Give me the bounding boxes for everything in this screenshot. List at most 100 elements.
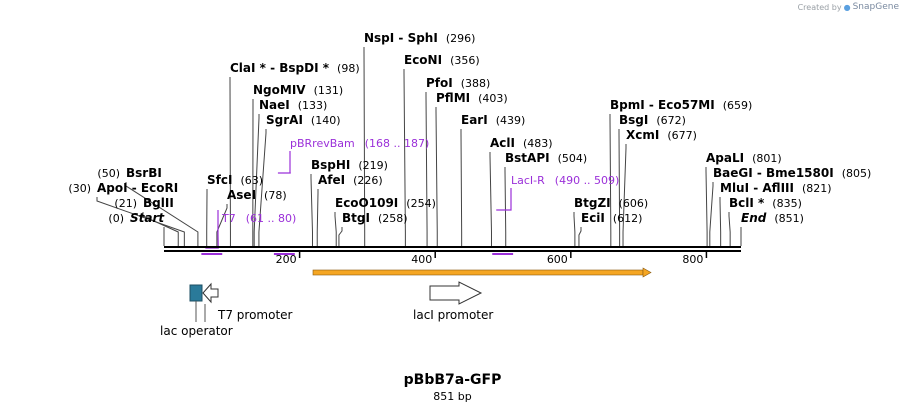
primer-laci-r[interactable]: LacI-R (490 .. 509) bbox=[492, 174, 620, 255]
primer-name: T7 bbox=[221, 212, 236, 225]
site-pfoi[interactable]: PfoI (388) bbox=[426, 76, 490, 90]
site-name: Start bbox=[130, 211, 165, 225]
site-btgi[interactable]: BtgI(258) bbox=[342, 211, 408, 225]
site-name: NaeI bbox=[259, 98, 290, 112]
orf-features bbox=[312, 267, 652, 278]
site-start[interactable]: Start (0) bbox=[108, 211, 165, 225]
site-bsgi[interactable]: BsgI(672) bbox=[619, 113, 686, 127]
site-bglii[interactable]: BglII(21) bbox=[114, 196, 173, 210]
site-ecoo109i[interactable]: EcoO109I(254) bbox=[335, 196, 436, 210]
site-name: EciI bbox=[581, 211, 605, 225]
site-bstapi[interactable]: BstAPI(504) bbox=[505, 151, 587, 165]
site-apali[interactable]: ApaLI(801) bbox=[706, 151, 782, 165]
orf-bar[interactable] bbox=[312, 267, 652, 278]
site-clai-bspdi[interactable]: ClaI * - BspDI *(98) bbox=[230, 61, 360, 75]
site-labels: Start (0) BglII(21)ApoI - EcoRI(30)BsrBI(5… bbox=[68, 31, 871, 225]
laci-promoter[interactable]: lacI promoter bbox=[413, 281, 493, 322]
site-position: (131) bbox=[314, 84, 344, 97]
operator-label: lac operator bbox=[160, 324, 233, 338]
site-end[interactable]: End(851) bbox=[741, 211, 804, 225]
site-line-btgzi bbox=[573, 212, 576, 246]
operator-box bbox=[189, 284, 203, 302]
primer-t7[interactable]: T7 (61 .. 80) bbox=[201, 210, 297, 255]
site-name: XcmI bbox=[626, 128, 659, 142]
site-eari[interactable]: EarI(439) bbox=[461, 113, 525, 127]
site-apoi-ecori[interactable]: ApoI - EcoRI(30) bbox=[68, 181, 178, 195]
features: lac operator T7 promoter lacI promoter bbox=[160, 281, 493, 338]
site-name: BstAPI bbox=[505, 151, 550, 165]
site-position: (63) bbox=[240, 174, 263, 187]
primer-range: (168 .. 187) bbox=[365, 137, 430, 150]
site-econi[interactable]: EcoNI(356) bbox=[404, 53, 480, 67]
site-position: (805) bbox=[842, 167, 872, 180]
site-btgzi[interactable]: BtgZI(606) bbox=[574, 196, 648, 210]
site-line-acli bbox=[489, 152, 492, 246]
site-name: PflMI bbox=[436, 91, 470, 105]
snapgene-credit: Created by ● SnapGene bbox=[798, 2, 899, 12]
site-bsrbi[interactable]: BsrBI(50) bbox=[97, 166, 161, 180]
site-name: BtgI bbox=[342, 211, 370, 225]
site-name: BsgI bbox=[619, 113, 648, 127]
primer-name: LacI-R bbox=[511, 174, 545, 187]
site-name: BspHI bbox=[311, 158, 350, 172]
site-line-apali bbox=[705, 167, 708, 246]
site-position: (140) bbox=[311, 114, 341, 127]
site-name: End bbox=[741, 211, 767, 225]
site-position: (677) bbox=[667, 129, 697, 142]
site-position: (0) bbox=[108, 212, 124, 225]
site-line-naei bbox=[253, 114, 260, 246]
site-line-bsgi bbox=[618, 129, 621, 246]
site-naei[interactable]: NaeI(133) bbox=[259, 98, 327, 112]
site-bsphi[interactable]: BspHI (219) bbox=[311, 158, 388, 172]
site-bpmi-eco57mi[interactable]: BpmI - Eco57MI(659) bbox=[610, 98, 752, 112]
site-acli[interactable]: AclI(483) bbox=[490, 136, 553, 150]
site-position: (403) bbox=[478, 92, 508, 105]
site-baegi-bme1580i[interactable]: BaeGI - Bme1580I (805) bbox=[713, 166, 871, 180]
site-sfci[interactable]: SfcI (63) bbox=[207, 173, 263, 187]
site-position: (30) bbox=[68, 182, 91, 195]
site-mlui-afliii[interactable]: MluI - AflIII(821) bbox=[720, 181, 832, 195]
primer-range: (490 .. 509) bbox=[555, 174, 620, 187]
site-sgrai[interactable]: SgrAI(140) bbox=[266, 113, 341, 127]
site-pflmi[interactable]: PflMI (403) bbox=[436, 91, 508, 105]
site-position: (821) bbox=[802, 182, 832, 195]
promoter-label: T7 promoter bbox=[217, 308, 293, 322]
site-line-eari bbox=[460, 129, 463, 246]
site-position: (606) bbox=[619, 197, 649, 210]
t7-promoter[interactable]: T7 promoter bbox=[202, 282, 293, 322]
lac-operator[interactable]: lac operator bbox=[160, 284, 233, 338]
site-lines bbox=[96, 47, 742, 246]
primer-range: (61 .. 80) bbox=[246, 212, 297, 225]
credit-brand: SnapGene bbox=[852, 2, 899, 12]
site-name: PfoI bbox=[426, 76, 453, 90]
promoter-arrow bbox=[202, 282, 219, 304]
primer-pbrrevbam[interactable]: pBRrevBam(168 .. 187) bbox=[273, 137, 430, 255]
site-line-afei bbox=[316, 189, 319, 246]
site-ecii[interactable]: EciI(612) bbox=[581, 211, 642, 225]
site-position: (483) bbox=[523, 137, 553, 150]
site-position: (439) bbox=[496, 114, 526, 127]
site-asei[interactable]: AseI(78) bbox=[227, 188, 287, 202]
site-name: BclI * bbox=[729, 196, 765, 210]
site-position: (50) bbox=[97, 167, 120, 180]
site-nspi-sphi[interactable]: NspI - SphI(296) bbox=[364, 31, 475, 45]
site-name: EcoNI bbox=[404, 53, 442, 67]
site-bcli[interactable]: BclI *(835) bbox=[729, 196, 802, 210]
site-position: (388) bbox=[461, 77, 491, 90]
promoter-arrow bbox=[429, 281, 483, 305]
site-line-baegi-bme1580i bbox=[709, 182, 714, 246]
plasmid-length: 851 bp bbox=[433, 390, 472, 403]
site-name: SfcI bbox=[207, 173, 232, 187]
site-ngomiv[interactable]: NgoMIV(131) bbox=[253, 83, 343, 97]
site-name: BaeGI - Bme1580I bbox=[713, 166, 834, 180]
site-xcmi[interactable]: XcmI (677) bbox=[626, 128, 697, 142]
site-position: (296) bbox=[446, 32, 476, 45]
site-position: (219) bbox=[358, 159, 388, 172]
site-position: (78) bbox=[264, 189, 287, 202]
site-afei[interactable]: AfeI(226) bbox=[318, 173, 383, 187]
site-position: (98) bbox=[337, 62, 360, 75]
site-line-pflmi bbox=[435, 107, 438, 246]
ruler-label: 600 bbox=[547, 253, 568, 266]
